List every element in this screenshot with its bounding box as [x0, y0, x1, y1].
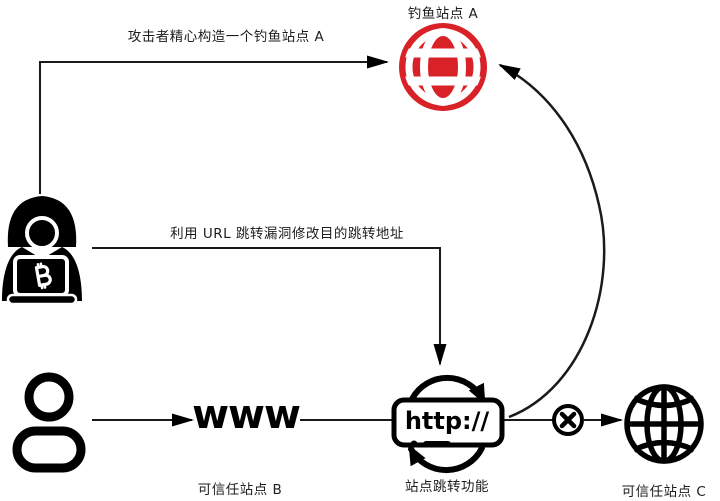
edge-redirect-hijacked-to-phishing: [498, 63, 606, 419]
edge-attacker-to-redirect: [92, 247, 447, 366]
http-text: http://: [404, 407, 490, 435]
phishing-site-label: 钓鱼站点 A: [407, 6, 479, 22]
http-redirect-icon: [391, 374, 505, 474]
redirect-service-label: 站点跳转功能: [405, 479, 489, 495]
wireframe-globe-icon: [624, 384, 704, 464]
trusted-site-b-label: 可信任站点 B: [197, 482, 283, 498]
bitcoin-icon: [34, 262, 52, 290]
red-globe-icon: [399, 23, 487, 111]
person-icon: [12, 372, 86, 473]
hacker-laptop-icon: [2, 196, 82, 306]
edge-label-exploit-redirect: 利用 URL 跳转漏洞修改目的跳转地址: [170, 226, 404, 242]
blocked-x-icon: [552, 404, 584, 436]
www-text: www: [192, 392, 301, 438]
trusted-site-c-label: 可信任站点 C: [621, 484, 707, 500]
edge-label-build-phishing: 攻击者精心构造一个钓鱼站点 A: [127, 29, 325, 45]
edge-attacker-to-phishing: [39, 55, 389, 194]
